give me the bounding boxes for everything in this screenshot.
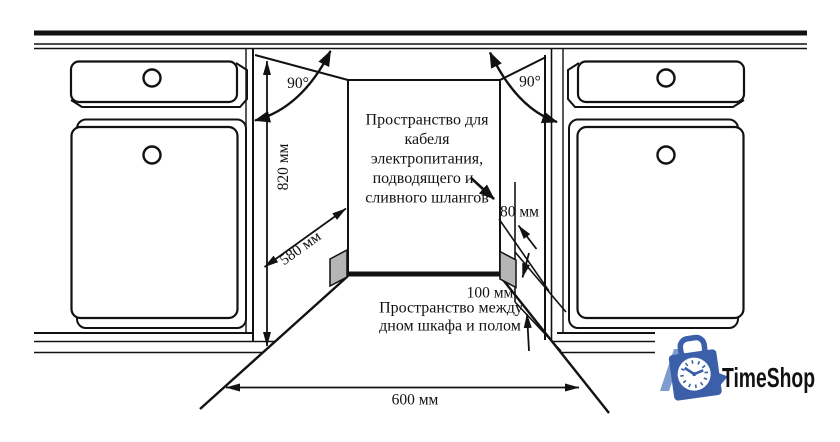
logo-bag-icon [668,334,728,401]
cable-space-line-2: кабеля [404,131,450,148]
angle-label-right: 90° [519,74,541,91]
right-side-panel-line-2 [514,251,567,313]
right-side-panel-line-1 [498,218,550,292]
cable-space-line-4: подводящего и [373,170,474,187]
dimension-lines [225,50,580,392]
right-cabinet [544,49,807,354]
niche [199,54,610,414]
left-cabinet [34,49,275,354]
rear-clearance-label: 80 мм [500,204,539,221]
rear-clearance-arrow-upper [517,224,538,250]
cable-space-line-3: электропитания, [371,151,483,168]
cable-space-line-5: сливного шлангов [365,190,489,207]
floor-clearance-arrow [523,313,532,352]
depth-dimension-line [263,207,347,268]
door-swing-arc-right [488,51,558,124]
door-swing-arc-left [254,50,332,123]
right-door-front [576,125,745,320]
cable-space-line-1: Пространство для [366,112,490,129]
depth-label: 580 мм [276,228,324,269]
rear-clearance-arrow-lower [521,252,530,278]
floor-clearance-label: 100 мм [467,285,514,302]
cable-space-leader-arrow [470,177,495,200]
logo-wordmark: TimeShop [722,362,815,393]
width-label: 600 мм [392,392,439,409]
left-door-knob [142,145,162,165]
left-drawer-knob [142,68,162,88]
left-drawer-bevel [70,62,248,108]
countertop [34,30,807,50]
right-drawer-bevel [567,62,745,108]
right-door-knob [656,145,676,165]
clock-center-dot [692,372,697,377]
labels: 90° 90° 820 мм 580 мм 600 мм 80 мм 100 м… [275,74,541,409]
left-door-front [70,125,239,320]
clock-ticks [680,360,709,389]
right-side-panel-line-3 [514,301,562,352]
floor-space-line-2: дном шкафа и полом [379,318,521,335]
cable-space-note: Пространство для кабеля электропитания, … [365,112,489,207]
timeshop-logo: TimeShop [655,329,820,425]
niche-back-wall [347,79,501,275]
floor-edge-left [199,275,349,410]
angle-label-left: 90° [287,75,309,92]
right-drawer-knob [656,68,676,88]
bag-notch [716,372,728,386]
height-label: 820 мм [275,143,292,190]
floor-space-note: Пространство между дном шкафа и полом [379,300,523,335]
right-foot-shade [499,250,517,289]
floor-space-line-1: Пространство между [379,300,523,317]
